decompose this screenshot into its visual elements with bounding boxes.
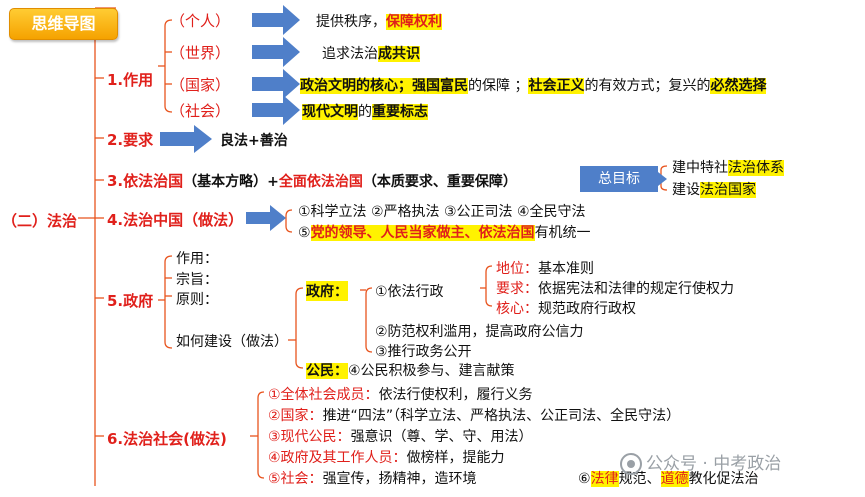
s1-item-personal: 提供秩序，保障权利: [316, 14, 442, 30]
section-4-label: 4.法治中国（做法）: [107, 211, 244, 229]
s6-item-6: ⑥法律规范、道德教化促法治: [578, 471, 759, 487]
s1-tag-society: （社会）: [170, 102, 231, 120]
s1-item-society: 现代文明的重要标志: [302, 104, 428, 120]
s1-item-world: 追求法治成共识: [322, 46, 420, 62]
s1-tag-country: （国家）: [170, 76, 231, 94]
s1-tag-world: （世界）: [170, 44, 231, 62]
s1-item-country: 政治文明的核心；强国富民的保障 ；社会正义的有效方式；复兴的必然选择: [300, 78, 767, 94]
s5-citizen: 公民：④公民积极参与、建言献策: [306, 363, 515, 379]
section-1-label: 1.作用: [107, 71, 154, 89]
s4-line-1: ①科学立法 ②严格执法 ③公正司法 ④全民守法: [298, 204, 586, 220]
root-node: （二）法治: [2, 212, 78, 230]
s5-how: 如何建设（做法）: [176, 334, 288, 350]
s5-purpose: 宗旨：: [176, 272, 218, 288]
goal-item-system: 建中特社法治体系: [672, 160, 784, 176]
wechat-icon: [620, 453, 642, 475]
s4-line-2: ⑤党的领导、人民当家做主、依法治国有机统一: [298, 225, 591, 241]
s6-item-2: ②国家：推进“四法”（科学立法、严格执法、公正司法、全民守法）: [268, 408, 681, 424]
s6-item-5: ⑤社会：强宣传，扬精神，造环境: [268, 471, 477, 487]
watermark: 公众号 · 中考政治: [620, 449, 781, 475]
section-5-label: 5.政府: [107, 292, 154, 310]
section-6-label: 6.法治社会(做法): [107, 430, 227, 448]
s5-p3: ③推行政务公开: [375, 344, 472, 360]
goal-item-country: 建设法治国家: [672, 182, 756, 198]
mind-map-title: 思维导图: [9, 8, 118, 40]
section-2-label: 2.要求: [107, 131, 154, 149]
s5-principle: 原则：: [176, 292, 218, 308]
s1-tag-personal: （个人）: [170, 12, 231, 30]
s5-gov-label: 政府：: [306, 281, 348, 301]
s6-item-4: ④政府及其工作人员：做榜样，提能力: [268, 450, 505, 466]
s5-requirement: 要求：依据宪法和法律的规定行使权力: [496, 281, 734, 297]
goal-box: 总目标: [580, 166, 658, 192]
s5-core: 核心：规范政府行政权: [496, 301, 636, 317]
section-3-text: 3.依法治国（基本方略）+全面依法治国（本质要求、重要保障）: [107, 172, 517, 190]
s2-text: 良法+善治: [220, 133, 288, 149]
s5-position: 地位：基本准则: [496, 261, 594, 277]
s5-p2: ②防范权利滥用，提高政府公信力: [375, 324, 584, 340]
s5-p1: ①依法行政: [375, 284, 444, 300]
s6-item-1: ①全体社会成员：依法行使权利，履行义务: [268, 387, 533, 403]
s6-item-3: ③现代公民：强意识（尊、学、守、用法）: [268, 429, 533, 445]
s5-role: 作用：: [176, 251, 218, 267]
